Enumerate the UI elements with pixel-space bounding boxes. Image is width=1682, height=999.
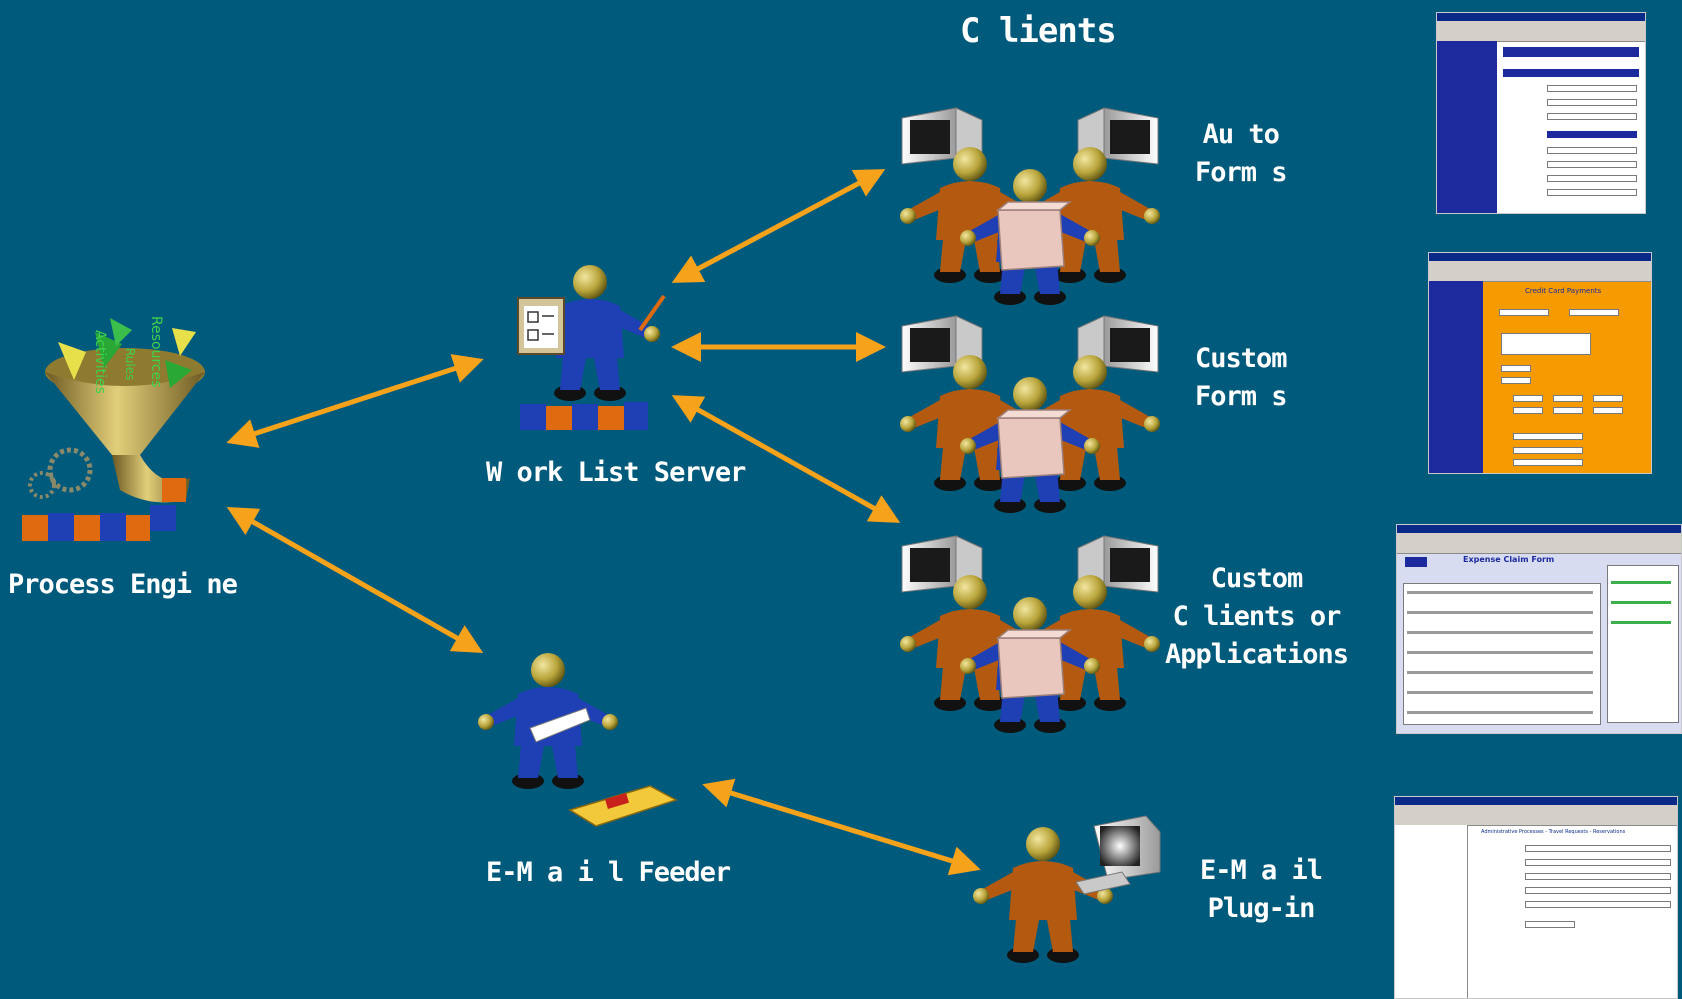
edge-worklist-customclients — [671, 395, 901, 523]
edge-engine-emailfeeder — [226, 507, 484, 653]
auto-forms-screenshot — [1436, 12, 1646, 214]
funnel-word-rules: Rules — [123, 348, 137, 380]
edges — [226, 169, 981, 876]
label-auto-forms: Au to Form s — [1195, 119, 1288, 188]
process-engine-icon: Activities Rules Resources — [22, 316, 205, 541]
client-group-custom-forms — [900, 316, 1160, 513]
funnel-word-activities: Activities — [92, 330, 108, 394]
work-list-server-icon — [517, 265, 666, 430]
client-group-custom-clients — [900, 536, 1160, 733]
process-engine-blocks — [22, 478, 186, 541]
custom-forms-screen-heading: Credit Card Payments — [1525, 287, 1602, 295]
custom-clients-screen-heading: Expense Claim Form — [1463, 555, 1555, 564]
email-feeder-icon — [478, 653, 678, 827]
label-email-plugin: E-M a il Plug-in — [1200, 855, 1323, 924]
custom-clients-screenshot: Expense Claim Form — [1396, 524, 1682, 734]
clients-title: C lients — [960, 11, 1117, 51]
client-group-auto-forms — [900, 108, 1160, 305]
edge-worklist-autoforms — [671, 169, 886, 283]
label-process-engine: Process Engi ne — [8, 569, 238, 600]
edge-emailfeeder-plugin — [702, 778, 981, 876]
edge-engine-worklist — [226, 354, 484, 448]
email-plugin-screen-heading: Administrative Processes - Travel Reques… — [1481, 829, 1626, 835]
custom-forms-screenshot: Credit Card Payments — [1428, 252, 1652, 474]
funnel-word-resources: Resources — [148, 316, 164, 388]
email-plugin-screenshot: Administrative Processes - Travel Reques… — [1394, 796, 1678, 999]
label-custom-clients: Custom C lients or Applications — [1165, 563, 1349, 670]
label-email-feeder: E-M a i l Feeder — [486, 857, 731, 888]
label-custom-forms: Custom Form s — [1195, 343, 1288, 412]
label-work-list-server: W ork List Server — [486, 457, 746, 488]
client-email-plugin-icon — [973, 815, 1161, 963]
